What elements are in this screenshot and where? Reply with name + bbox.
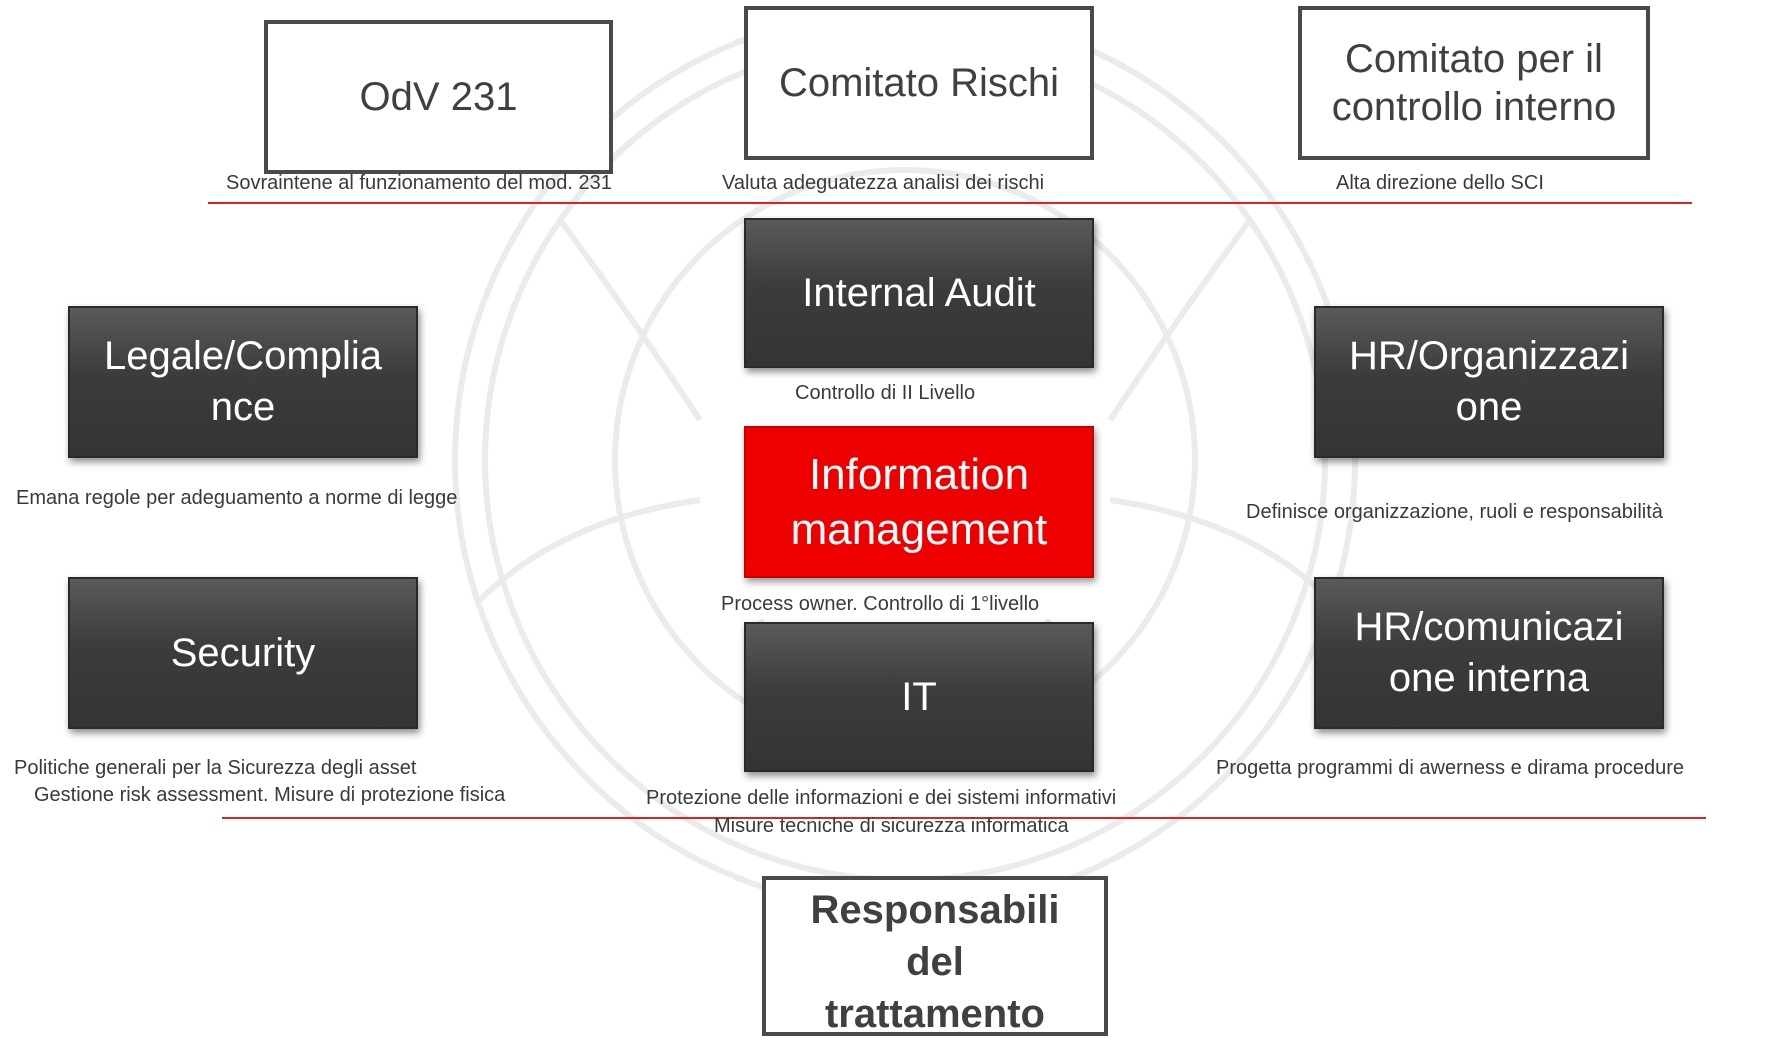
odv-231-caption: Sovraintene al funzionamento del mod. 23… — [226, 172, 612, 194]
legale-compliance-caption: Emana regole per adeguamento a norme di … — [16, 487, 458, 509]
it-caption-misure: Misure tecniche di sicurezza informatica — [714, 815, 1069, 837]
comitato-controllo-interno-label: Comitato per il controllo interno — [1331, 37, 1617, 129]
hr-comunicazione-label: HR/comunicazi one interna — [1354, 605, 1624, 700]
internal-audit-caption: Controllo di II Livello — [795, 382, 976, 404]
it-label: IT — [901, 674, 937, 719]
comitato-rischi-box: Comitato Rischi — [744, 6, 1094, 160]
responsabili-trattamento-box: Responsabili del trattamento — [762, 876, 1108, 1036]
internal-audit-label: Internal Audit — [802, 270, 1036, 315]
security-caption-politiche: Politiche generali per la Sicurezza degl… — [14, 757, 417, 779]
it-caption-protezione: Protezione delle informazioni e dei sist… — [646, 787, 1117, 809]
legale-compliance-label: Legale/Complia nce — [104, 334, 382, 429]
hr-organizzazione-caption: Definisce organizzazione, ruoli e respon… — [1246, 501, 1663, 523]
security-caption-gestione: Gestione risk assessment. Misure di prot… — [34, 784, 506, 806]
hr-comunicazione-box: HR/comunicazi one interna — [1314, 577, 1664, 729]
information-management-box: Information management — [744, 426, 1094, 578]
it-box: IT — [744, 622, 1094, 772]
information-management-label: Information management — [790, 450, 1048, 554]
hr-organizzazione-box: HR/Organizzazi one — [1314, 306, 1664, 458]
information-management-caption: Process owner. Controllo di 1°livello — [721, 593, 1040, 615]
hr-comunicazione-caption: Progetta programmi di awerness e dirama … — [1216, 757, 1684, 779]
legale-compliance-box: Legale/Complia nce — [68, 306, 418, 458]
top-divider-line — [208, 202, 1692, 204]
security-box: Security — [68, 577, 418, 729]
security-label: Security — [170, 630, 316, 675]
odv-231-box: OdV 231 — [264, 20, 613, 174]
responsabili-trattamento-label: Responsabili del trattamento — [810, 888, 1060, 1036]
odv-231-label: OdV 231 — [359, 75, 518, 119]
comitato-controllo-interno-caption: Alta direzione dello SCI — [1336, 172, 1544, 194]
comitato-rischi-label: Comitato Rischi — [778, 61, 1060, 105]
internal-audit-box: Internal Audit — [744, 218, 1094, 368]
comitato-controllo-interno-box: Comitato per il controllo interno — [1298, 6, 1650, 160]
bottom-divider-line — [222, 817, 1706, 819]
hr-organizzazione-label: HR/Organizzazi one — [1348, 334, 1630, 429]
comitato-rischi-caption: Valuta adeguatezza analisi dei rischi — [722, 172, 1045, 194]
